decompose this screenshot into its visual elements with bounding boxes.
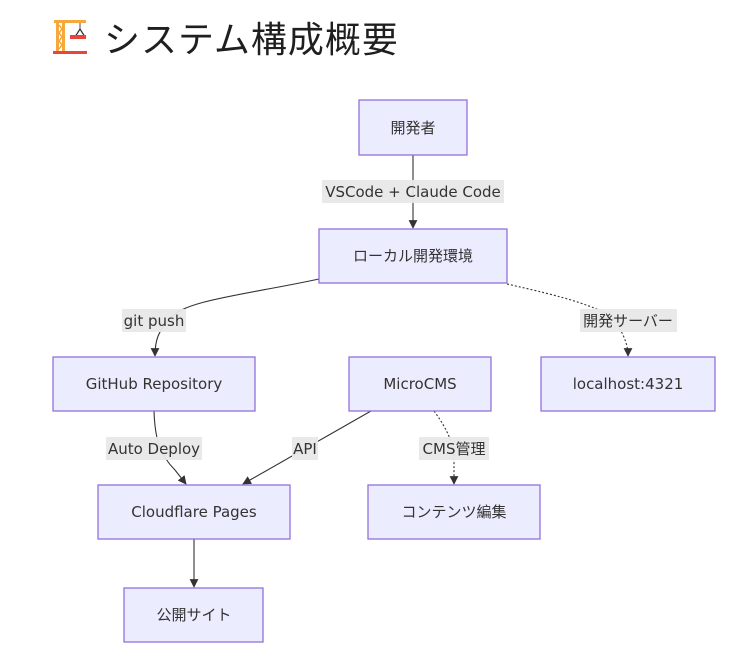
node-cloudflare-pages[interactable]: Cloudflare Pages — [97, 484, 291, 540]
node-label: コンテンツ編集 — [401, 503, 506, 521]
edge-label-api: API — [292, 437, 318, 460]
edge-label-auto-deploy: Auto Deploy — [106, 437, 202, 460]
edge-label-text: 開発サーバー — [583, 312, 673, 330]
edge-label-text: CMS管理 — [423, 440, 486, 458]
node-localhost[interactable]: localhost:4321 — [540, 356, 716, 412]
node-developer[interactable]: 開発者 — [358, 99, 468, 156]
page-title: システム構成概要 — [104, 20, 399, 61]
node-local-dev-env[interactable]: ローカル開発環境 — [318, 228, 508, 284]
node-label: 公開サイト — [156, 606, 231, 624]
node-label: ローカル開発環境 — [353, 247, 473, 265]
edge-label-vscode: VSCode + Claude Code — [322, 180, 504, 203]
node-label: 開発者 — [390, 119, 435, 137]
edge-label-git-push: git push — [122, 309, 186, 332]
edge-label-text: API — [293, 440, 317, 458]
construction-crane-icon — [50, 17, 90, 57]
node-github-repository[interactable]: GitHub Repository — [52, 356, 256, 412]
node-public-site[interactable]: 公開サイト — [123, 587, 264, 643]
node-microcms[interactable]: MicroCMS — [348, 356, 492, 412]
node-label: GitHub Repository — [86, 375, 223, 393]
edge-label-cms-management: CMS管理 — [419, 437, 489, 460]
node-label: localhost:4321 — [573, 375, 684, 393]
page-header: システム構成概要 — [50, 12, 399, 62]
edge-label-dev-server: 開発サーバー — [580, 309, 677, 332]
node-label: MicroCMS — [383, 375, 456, 393]
node-label: Cloudflare Pages — [131, 503, 257, 521]
node-content-editing[interactable]: コンテンツ編集 — [367, 484, 541, 540]
edge-label-text: Auto Deploy — [108, 440, 200, 458]
edge-label-text: VSCode + Claude Code — [325, 183, 501, 201]
edge-label-text: git push — [124, 312, 185, 330]
